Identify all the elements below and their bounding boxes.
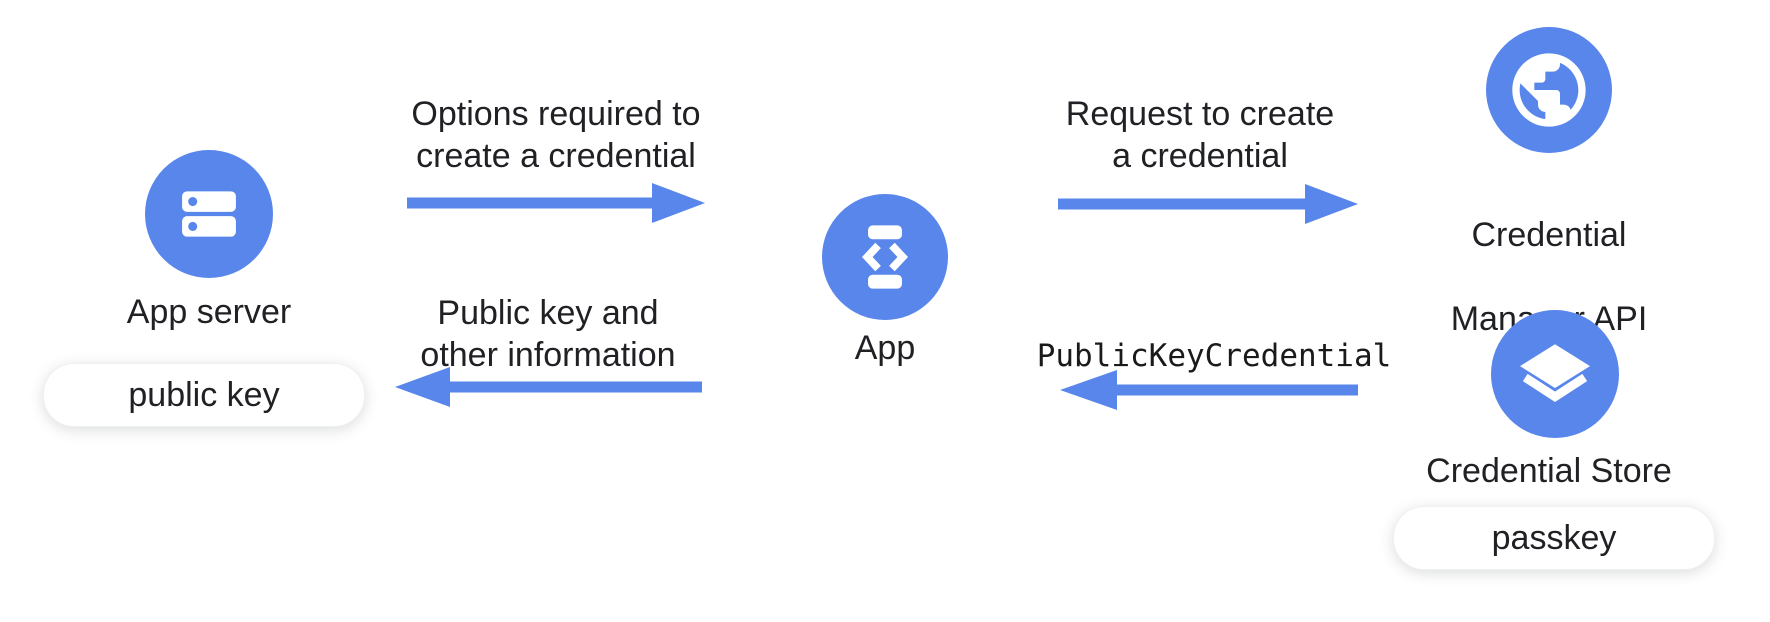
arrow-label-options: Options required to create a credential [411, 95, 701, 175]
arrow-options-right [407, 183, 705, 223]
arrow-label-public-key-info: Public key and other information [420, 294, 676, 374]
arrow-label-request: Request to create a credential [1065, 95, 1335, 175]
arrow-label-publickeycredential: PublicKeyCredential [1036, 338, 1392, 374]
passkey-pill-label: passkey [1491, 518, 1617, 557]
arrow-publickeycredential-left [1060, 370, 1358, 410]
app-node [822, 194, 948, 320]
arrow-request-right [1058, 184, 1358, 224]
server-icon [175, 180, 243, 248]
app-server-node [145, 150, 273, 278]
layers-icon [1513, 332, 1597, 416]
public-key-pill: public key [43, 363, 365, 427]
app-label: App [854, 329, 916, 367]
arrow-public-key-info-left [395, 367, 702, 407]
passkey-pill: passkey [1393, 506, 1715, 570]
app-server-label: App server [126, 293, 292, 331]
public-key-pill-label: public key [128, 375, 280, 414]
credential-manager-node [1486, 27, 1612, 153]
phone-code-icon [848, 220, 922, 294]
credential-store-node [1491, 310, 1619, 438]
globe-icon [1505, 46, 1593, 134]
credential-store-label: Credential Store [1426, 452, 1672, 490]
